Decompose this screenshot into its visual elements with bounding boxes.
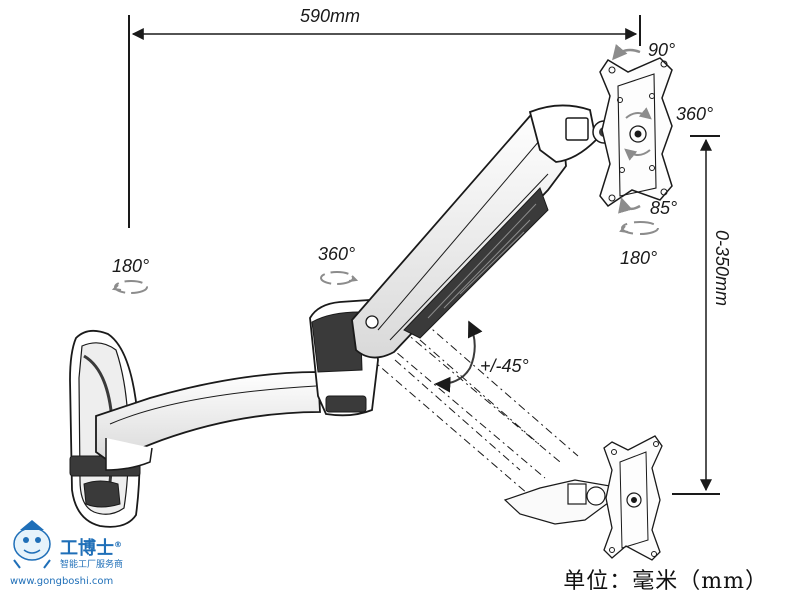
tilt-label: +/-45°	[480, 356, 529, 376]
rotate-arrow-icon	[625, 107, 652, 120]
watermark-brand: 工博士®	[60, 538, 122, 559]
watermark-url: www.gongboshi.com	[10, 576, 114, 587]
rotate-arrow-icon	[348, 275, 359, 282]
wall-swivel-label: 180°	[112, 256, 149, 276]
lowered-arm-head	[503, 479, 613, 525]
unit-label: 单位：毫米（mm）	[563, 569, 768, 594]
rotate-arrow-icon	[612, 43, 641, 61]
lower-arm	[95, 371, 321, 471]
height-dimension: 0-350mm	[672, 135, 732, 495]
wall-swivel-indicator: 180°	[111, 256, 149, 294]
width-dimension: 590mm	[128, 6, 641, 228]
head-swivel-label: 180°	[620, 248, 657, 268]
head-connector	[528, 104, 616, 163]
head-tilt-top-label: 90°	[648, 40, 675, 60]
head-rotation-indicators: 90° 360° 85° 180°	[612, 40, 713, 268]
upper-arm	[351, 110, 567, 359]
rotate-arrow-icon	[624, 148, 651, 161]
rotate-arrow-icon	[619, 225, 629, 233]
elbow-swivel-label: 360°	[318, 244, 355, 264]
watermark-subtitle: 智能工厂服务商	[60, 560, 124, 570]
width-label: 590mm	[300, 6, 360, 26]
lowered-vesa-plate	[603, 435, 663, 561]
height-label: 0-350mm	[712, 230, 732, 306]
elbow-swivel-indicator: 360°	[318, 244, 359, 285]
tilt-indicator: +/-45°	[434, 320, 529, 393]
watermark-logo	[13, 520, 51, 569]
head-rotate-label: 360°	[676, 104, 713, 124]
head-tilt-bottom-label: 85°	[650, 198, 677, 218]
rotate-arrow-icon	[618, 197, 641, 214]
rotate-arrow-icon	[111, 284, 122, 291]
vesa-plate	[599, 57, 673, 208]
